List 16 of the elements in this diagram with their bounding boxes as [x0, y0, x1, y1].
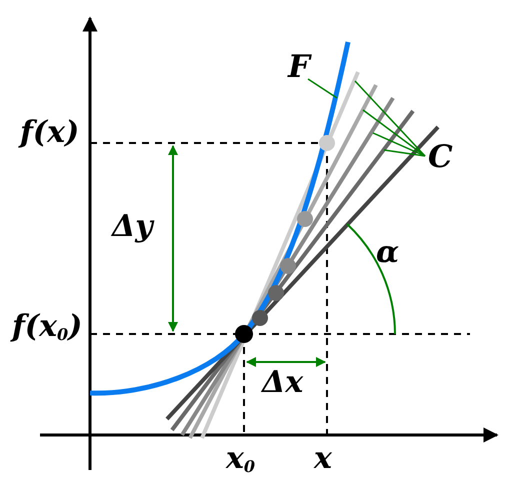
leader-line: [354, 80, 426, 157]
curve-label: F: [288, 52, 310, 83]
axis-label: x$_{0}$: [226, 444, 256, 474]
dimension-label: Δx: [262, 368, 304, 398]
axis-label: f(x): [20, 118, 80, 148]
dimension-label: Δy: [112, 212, 153, 242]
secant-line: [170, 110, 415, 432]
angle-label: α: [376, 238, 400, 268]
leader-line: [308, 78, 338, 99]
curve-label: C: [428, 142, 453, 173]
leader-line: [362, 109, 426, 157]
leader-line: [384, 149, 426, 157]
axis-label: f(x$_{0}$): [12, 312, 82, 342]
axis-label: x: [314, 444, 332, 474]
leader-line: [372, 132, 426, 157]
function-curve: [90, 41, 350, 396]
